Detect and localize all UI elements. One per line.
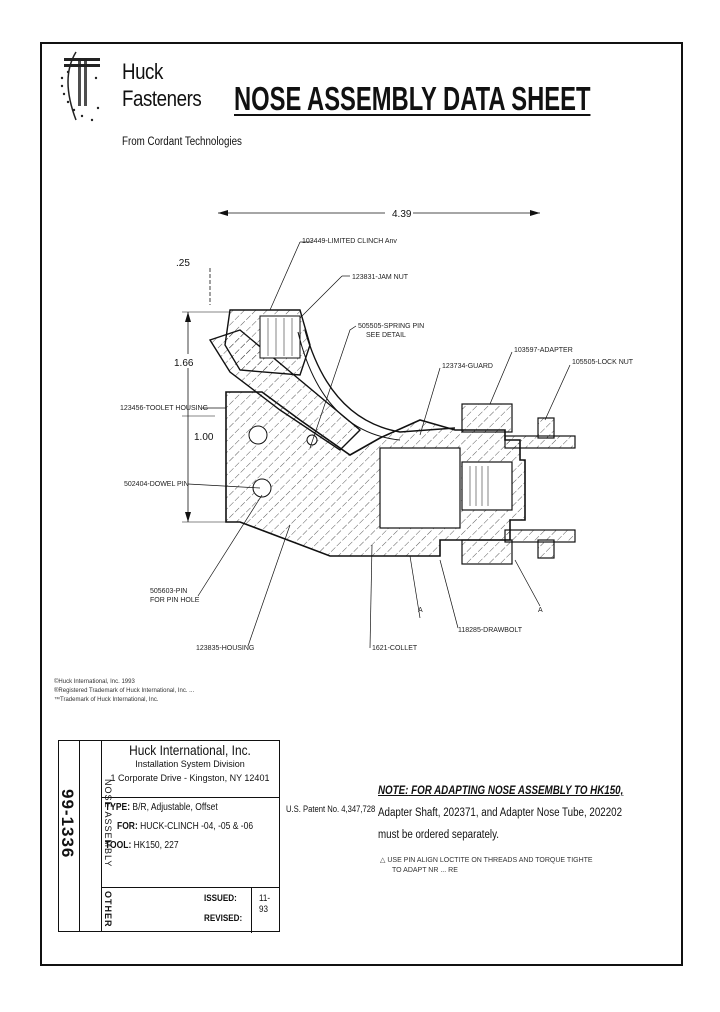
company-info-address: 1 Corporate Drive - Kingston, NY 12401 <box>110 773 270 783</box>
tool-row: TOOL: HK150, 227 <box>105 840 179 851</box>
other-label: OTHER <box>103 891 113 928</box>
note-line3: must be ordered separately. <box>378 829 499 841</box>
label-callout-b: A <box>538 607 543 614</box>
note-heading: NOTE: <box>378 785 409 797</box>
label-jam-nut: 123831-JAM NUT <box>352 274 409 281</box>
company-info: Huck International, Inc. Installation Sy… <box>101 743 279 785</box>
for-value: HUCK-CLINCH -04, -05 & -06 <box>140 821 254 832</box>
issued-value: 11-93 <box>259 893 271 915</box>
parent-company: From Cordant Technologies <box>122 136 242 148</box>
trademark-line: ©Huck International, Inc. 1993 <box>54 679 135 685</box>
tool-label: TOOL: <box>105 840 132 851</box>
for-label: FOR: <box>117 821 138 832</box>
issued-row: ISSUED: <box>204 893 237 904</box>
label-guard: 123734-GUARD <box>442 363 493 370</box>
label-spring-pin-detail: SEE DETAIL <box>366 332 406 339</box>
divider <box>101 797 279 798</box>
revised-label: REVISED: <box>204 913 243 924</box>
type-label: TYPE: <box>105 802 131 813</box>
tool-value: HK150, 227 <box>133 840 179 851</box>
label-callout-a: A <box>418 607 423 614</box>
trademark-line: ®Registered Trademark of Huck Internatio… <box>54 688 195 694</box>
label-drawbolt: 118285-DRAWBOLT <box>458 627 523 634</box>
trademark-notes: ©Huck International, Inc. 1993 ®Register… <box>54 678 194 705</box>
label-anvil: 103449-LIMITED CLINCH Anv <box>302 238 397 245</box>
note-line1: NOTE: FOR ADAPTING NOSE ASSEMBLY TO HK15… <box>378 780 623 802</box>
category-label: NOSE ASSEMBLY <box>103 779 113 868</box>
label-lock-nut: 105505-LOCK NUT <box>572 359 634 366</box>
label-toolet-housing: 123456-TOOLET HOUSING <box>120 405 208 412</box>
trademark-line: ™Trademark of Huck International, Inc. <box>54 697 159 703</box>
revised-row: REVISED: <box>204 913 242 924</box>
caution-line2: TO ADAPT NR ... RE <box>392 867 458 874</box>
company-name-line1: Huck <box>122 59 163 84</box>
label-adapter: 103597-ADAPTER <box>514 347 573 354</box>
label-collet: 1621-COLLET <box>372 645 418 652</box>
company-name-line2: Fasteners <box>122 86 202 111</box>
caution-line1-text: USE PIN ALIGN LOCTITE ON THREADS AND TOR… <box>387 857 593 864</box>
company-info-division: Installation System Division <box>135 759 245 769</box>
code-column: 99-1336 <box>58 741 80 931</box>
label-pin: 505603-PIN <box>150 588 187 595</box>
company-info-name: Huck International, Inc. <box>129 742 251 758</box>
title-block: 99-1336 NOSE ASSEMBLY OTHER Huck Interna… <box>58 740 280 933</box>
nose-assembly-drawing: 4.39 .25 1.66 1.00 <box>120 209 634 652</box>
caution-note: △ USE PIN ALIGN LOCTITE ON THREADS AND T… <box>380 856 593 876</box>
warning-triangle-icon: △ <box>380 857 386 864</box>
document-code: 99-1336 <box>58 789 77 859</box>
label-pin-hole: FOR PIN HOLE <box>150 597 200 604</box>
note-line2: Adapter Shaft, 202371, and Adapter Nose … <box>378 807 623 819</box>
dim-low: 1.00 <box>194 432 214 443</box>
company-name: Huck Fasteners <box>122 58 202 112</box>
category-column: NOSE ASSEMBLY OTHER <box>79 741 113 931</box>
divider-vertical <box>251 887 252 933</box>
page-title: NOSE ASSEMBLY DATA SHEET <box>234 80 591 117</box>
sheet-border <box>40 42 683 966</box>
dim-mid: 1.66 <box>174 358 194 369</box>
type-row: TYPE: B/R, Adjustable, Offset <box>105 802 218 813</box>
caution-line1: △ USE PIN ALIGN LOCTITE ON THREADS AND T… <box>380 856 593 866</box>
label-spring-pin: 505505-SPRING PIN <box>358 323 424 330</box>
dim-overall: 4.39 <box>392 209 412 220</box>
type-value: B/R, Adjustable, Offset <box>132 802 218 813</box>
patent-number: U.S. Patent No. 4,347,728 <box>286 804 376 814</box>
huck-logo-icon <box>60 51 100 122</box>
note-block: NOTE: FOR ADAPTING NOSE ASSEMBLY TO HK15… <box>378 780 623 846</box>
note-heading-rest: FOR ADAPTING NOSE ASSEMBLY TO HK150, <box>408 785 624 797</box>
divider <box>101 887 279 888</box>
label-housing: 123835-HOUSING <box>196 645 254 652</box>
for-row: FOR: HUCK-CLINCH -04, -05 & -06 <box>117 821 253 832</box>
label-dowel-pin: 502404-DOWEL PIN <box>124 481 189 488</box>
dim-top: .25 <box>176 258 190 269</box>
issued-label: ISSUED: <box>204 893 237 904</box>
